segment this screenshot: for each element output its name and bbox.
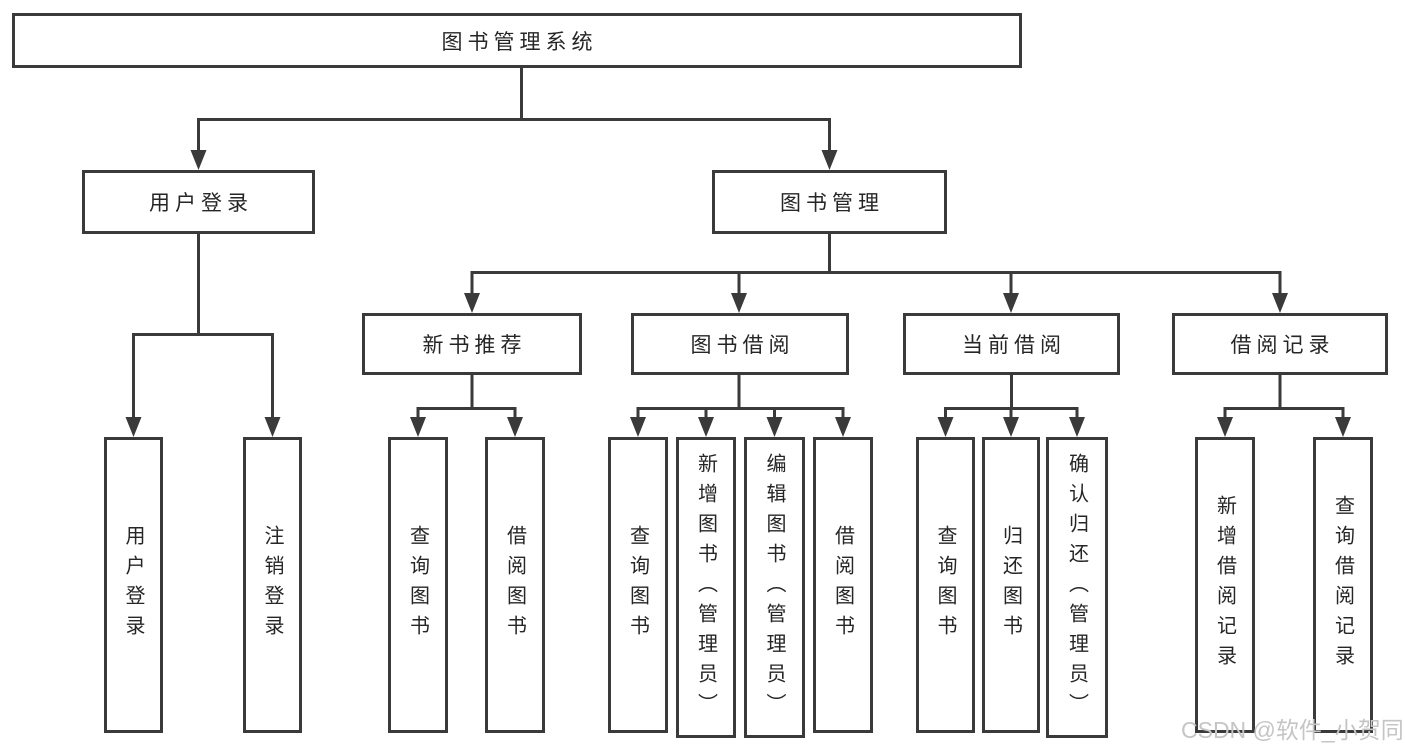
arrowhead-icon [1335, 417, 1351, 437]
arrowhead-icon [464, 293, 480, 313]
node-book-mgmt: 图书管理 [712, 170, 947, 234]
leaf-query-books-1: 查询图书 [388, 437, 448, 733]
leaf-edit-books-admin: 编辑图书（管理员） [744, 437, 805, 738]
arrowhead-icon [821, 150, 838, 170]
arrowhead-icon [937, 417, 954, 437]
node-user-login: 用户登录 [82, 170, 315, 234]
arrowhead-icon [507, 417, 523, 437]
node-new-book-rec-label: 新书推荐 [422, 334, 527, 357]
arrowhead-icon [1272, 293, 1288, 313]
arrowhead-icon [264, 417, 281, 437]
arrowhead-icon [835, 417, 851, 437]
leaf-query-books-2: 查询图书 [608, 437, 668, 733]
arrowhead-icon [410, 417, 426, 437]
node-current-borrow: 当前借阅 [903, 313, 1120, 375]
node-root: 图书管理系统 [12, 13, 1022, 68]
node-borrow-records-label: 借阅记录 [1230, 334, 1335, 357]
leaf-return-books: 归还图书 [982, 437, 1040, 733]
arrowhead-icon [1217, 417, 1233, 437]
arrowhead-icon [766, 417, 783, 437]
leaf-logout: 注销登录 [243, 437, 302, 733]
arrowhead-icon [1003, 293, 1019, 313]
leaf-borrow-books-2: 借阅图书 [813, 437, 873, 733]
arrowhead-icon [1003, 417, 1019, 437]
arrowhead-icon [125, 417, 142, 437]
arrowhead-icon [630, 417, 646, 437]
node-book-borrow: 图书借阅 [631, 313, 849, 375]
node-book-borrow-label: 图书借阅 [690, 334, 795, 357]
leaf-borrow-books-1: 借阅图书 [485, 437, 545, 733]
arrowhead-icon [1069, 417, 1085, 437]
leaf-user-login: 用户登录 [104, 437, 163, 733]
leaf-add-borrow-record: 新增借阅记录 [1195, 437, 1255, 733]
node-borrow-records: 借阅记录 [1172, 313, 1388, 375]
arrowhead-icon [190, 150, 207, 170]
node-root-label: 图书管理系统 [441, 30, 598, 54]
leaf-query-borrow-record: 查询借阅记录 [1313, 437, 1373, 733]
watermark: CSDN @软件_小贺同学 [1181, 717, 1405, 743]
node-new-book-rec: 新书推荐 [362, 313, 582, 375]
leaf-confirm-return-admin: 确认归还（管理员） [1046, 437, 1108, 738]
node-book-mgmt-label: 图书管理 [780, 192, 884, 215]
node-current-borrow-label: 当前借阅 [962, 334, 1066, 357]
leaf-add-books-admin: 新增图书（管理员） [676, 437, 736, 738]
arrowheads [125, 150, 1351, 437]
arrowhead-icon [698, 417, 714, 437]
node-user-login-label: 用户登录 [149, 192, 253, 215]
leaf-query-books-3: 查询图书 [916, 437, 975, 733]
arrowhead-icon [731, 293, 747, 313]
